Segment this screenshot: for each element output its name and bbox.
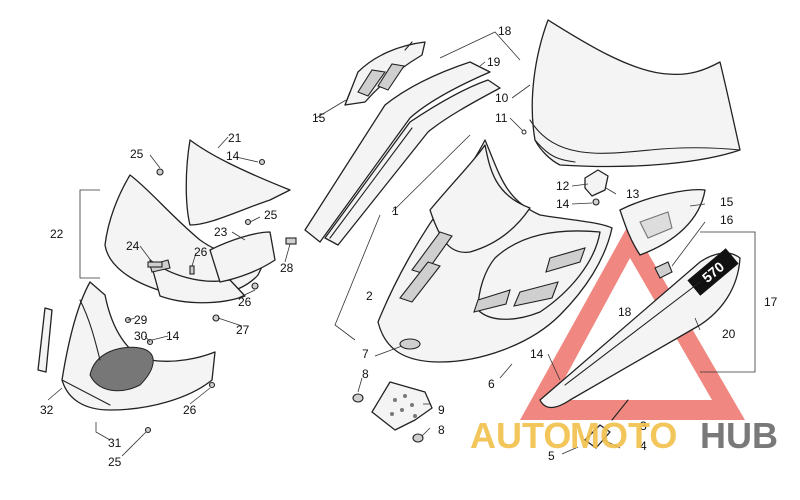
callout-17: 17 <box>764 295 778 309</box>
callout-labels: 18 19 15 10 11 1 2 12 13 14 15 16 17 18 … <box>40 24 778 469</box>
callout-16: 16 <box>720 213 734 227</box>
bumper-bracket <box>209 231 276 283</box>
callout-29: 29 <box>134 313 148 327</box>
callout-13: 13 <box>626 187 640 201</box>
callout-26-mid: 26 <box>238 295 252 309</box>
callout-5: 5 <box>548 449 555 463</box>
mount-plate-part <box>371 381 433 431</box>
callout-25-top: 25 <box>130 147 144 161</box>
callout-31: 31 <box>108 436 122 450</box>
callout-4: 4 <box>640 439 647 453</box>
callout-28: 28 <box>280 261 294 275</box>
fascia-upper-part <box>185 139 291 226</box>
callout-9: 9 <box>438 403 445 417</box>
side-rail-inner <box>324 79 501 246</box>
callout-15-left: 15 <box>312 111 326 125</box>
callout-18-right: 18 <box>618 305 632 319</box>
dash-bracket <box>584 169 609 197</box>
callout-12: 12 <box>556 179 570 193</box>
windshield-trim <box>529 119 741 154</box>
windshield-bolt <box>521 129 527 135</box>
callout-14-lower-left: 14 <box>166 329 180 343</box>
callout-18-top: 18 <box>498 24 512 38</box>
leader-lines <box>47 31 756 457</box>
callout-32: 32 <box>40 403 54 417</box>
callout-11: 11 <box>495 111 508 125</box>
callout-19: 19 <box>487 55 501 69</box>
watermark-text-auto: AUTO <box>470 415 571 456</box>
side-rail-outer <box>304 61 491 243</box>
callout-1: 1 <box>392 204 399 218</box>
callout-7: 7 <box>362 347 369 361</box>
callout-24: 24 <box>126 239 140 253</box>
hood-emblem <box>399 338 421 350</box>
skid-plate-mesh <box>89 346 154 392</box>
callout-8-lower: 8 <box>438 423 445 437</box>
callout-25-bottom: 25 <box>108 455 122 469</box>
watermark-wordmark: AUTO MOTO HUB <box>470 415 778 456</box>
callout-6: 6 <box>488 377 495 391</box>
side-bolt <box>611 399 629 421</box>
windshield-part <box>531 19 741 168</box>
callout-22: 22 <box>50 227 64 241</box>
callout-3: 3 <box>640 419 647 433</box>
callout-27: 27 <box>236 323 250 337</box>
watermark-text-moto: MOTO <box>570 415 677 456</box>
callout-25-mid: 25 <box>264 208 278 222</box>
callout-26-upper: 26 <box>194 245 208 259</box>
callout-14-center: 14 <box>556 197 570 211</box>
callout-2: 2 <box>366 289 373 303</box>
side-bracket <box>584 424 611 449</box>
callout-20: 20 <box>722 327 736 341</box>
callout-30: 30 <box>134 329 148 343</box>
callout-14-right: 14 <box>530 347 544 361</box>
watermark-text-hub: HUB <box>700 415 778 456</box>
side-clip <box>654 261 673 279</box>
skid-strip <box>37 307 53 373</box>
callout-23: 23 <box>214 225 228 239</box>
callout-14-upper-left: 14 <box>226 149 240 163</box>
callout-10: 10 <box>495 91 509 105</box>
callout-26-lower: 26 <box>183 403 197 417</box>
callout-21: 21 <box>228 131 242 145</box>
callout-15-right: 15 <box>720 195 734 209</box>
side-decal <box>687 248 739 296</box>
callout-8-upper: 8 <box>362 367 369 381</box>
